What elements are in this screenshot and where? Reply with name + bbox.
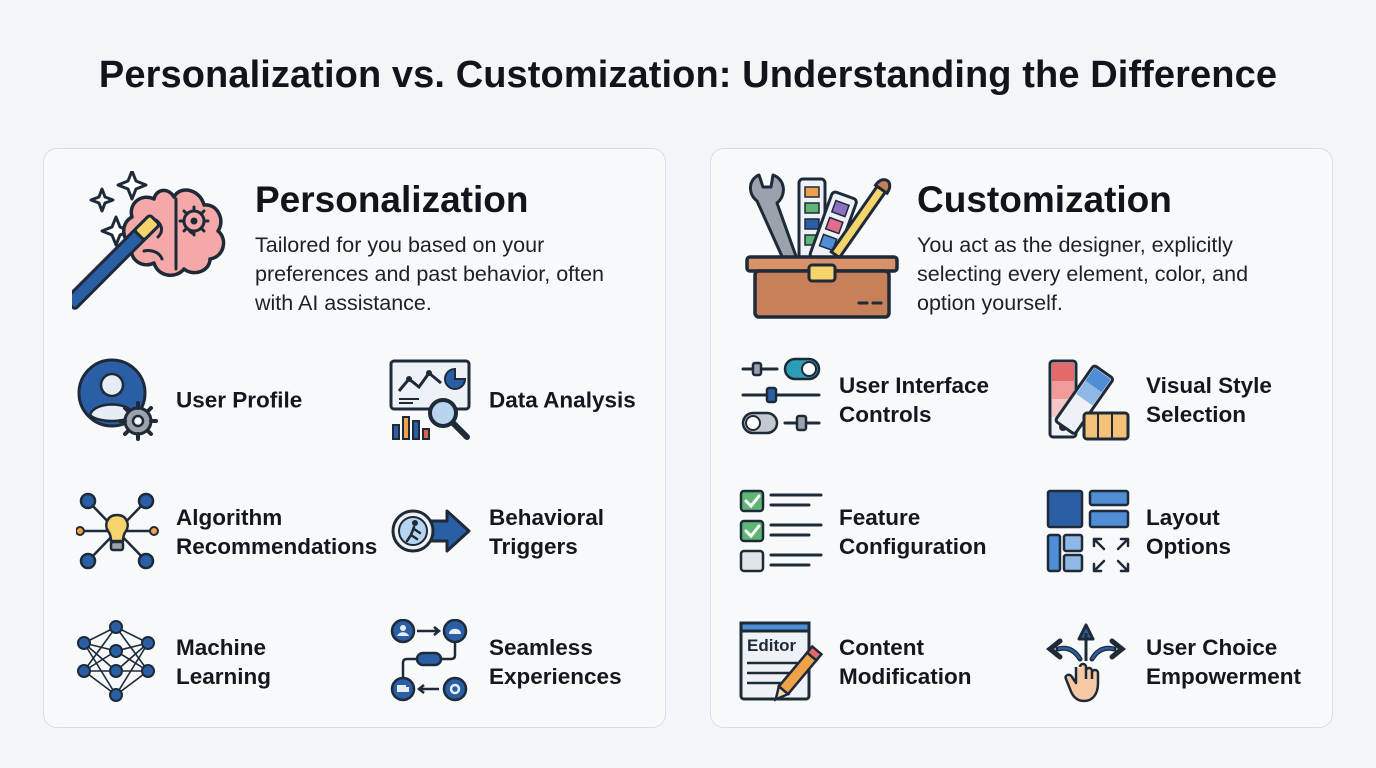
magic-wand-brain-icon	[72, 171, 226, 310]
personalization-description: Tailored for you based on your preferenc…	[255, 233, 605, 315]
personalization-panel: Personalization Tailored for you based o…	[43, 148, 666, 728]
item-label: User Interface Controls	[839, 373, 990, 427]
item-algorithm-recommendations: Algorithm Recommendations	[76, 489, 377, 579]
item-user-choice-empowerment: User Choice Empowerment	[1046, 619, 1346, 709]
item-seamless-experiences: Seamless Experiences	[389, 619, 689, 709]
item-visual-style-selection: Visual Style Selection	[1046, 357, 1346, 447]
behavioral-trigger-arrow-icon	[391, 509, 471, 553]
toggle-sliders-icon	[741, 357, 821, 435]
item-label: Seamless Experiences	[489, 635, 622, 689]
item-label: Behavioral Triggers	[489, 505, 605, 559]
editor-tag: Editor	[747, 636, 796, 655]
personalization-title: Personalization	[255, 179, 529, 220]
item-layout-options: Layout Options	[1046, 489, 1346, 579]
item-label: Machine Learning	[176, 635, 272, 689]
item-label: Algorithm Recommendations	[176, 505, 378, 559]
hand-arrows-icon	[1046, 623, 1127, 703]
customization-panel: Customization You act as the designer, e…	[710, 148, 1333, 728]
item-machine-learning: Machine Learning	[76, 619, 376, 709]
color-swatch-icon	[1048, 359, 1130, 441]
workflow-flow-icon	[390, 619, 468, 702]
item-label: User Profile	[176, 387, 303, 413]
customization-description: You act as the designer, explicitly sele…	[917, 233, 1249, 315]
item-label: Content Modification	[839, 635, 972, 689]
layout-grid-icon	[1046, 489, 1130, 573]
item-label: Visual Style Selection	[1146, 373, 1272, 427]
page-title: Personalization vs. Customization: Under…	[98, 54, 1278, 96]
item-feature-configuration: Feature Configuration	[739, 489, 1039, 579]
item-label: Feature Configuration	[839, 505, 987, 559]
item-data-analysis: Data Analysis	[389, 357, 689, 447]
neural-network-icon	[77, 620, 155, 702]
customization-title: Customization	[917, 179, 1172, 220]
toolbox-icon	[745, 173, 899, 319]
item-content-modification: Editor Content Modification	[739, 619, 1039, 709]
item-user-profile: User Profile	[76, 357, 376, 447]
item-label: Layout Options	[1146, 505, 1231, 559]
item-user-interface-controls: User Interface Controls	[739, 357, 1039, 447]
data-analysis-magnifier-icon	[389, 359, 471, 440]
editor-pencil-icon: Editor	[739, 621, 824, 702]
user-profile-gear-icon	[77, 358, 158, 441]
checklist-icon	[739, 489, 823, 573]
item-label: User Choice Empowerment	[1146, 635, 1302, 689]
algorithm-network-bulb-icon	[76, 492, 159, 570]
item-label: Data Analysis	[489, 387, 636, 413]
item-behavioral-triggers: Behavioral Triggers	[389, 489, 689, 579]
